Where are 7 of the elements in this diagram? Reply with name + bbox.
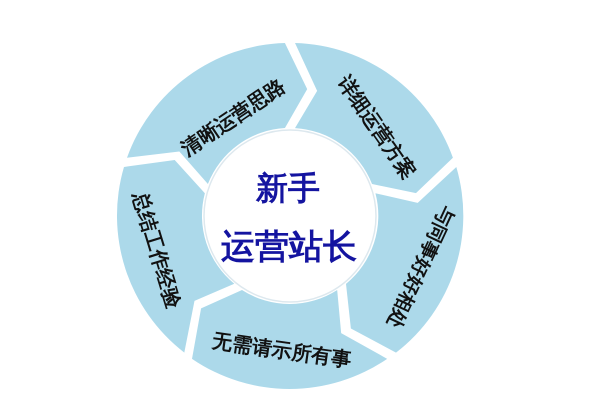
segment-label: 与同事好好相处 [383, 202, 457, 332]
center-label: 运营站长 [221, 230, 357, 264]
center-label: 新手 [256, 172, 320, 204]
segment-label: 详细运营方案 [334, 72, 420, 182]
segment-label: 无需请示所有事 [211, 330, 353, 370]
segment-label: 总结工作经验 [130, 190, 184, 310]
segment-label: 清晰运营思路 [178, 75, 288, 159]
